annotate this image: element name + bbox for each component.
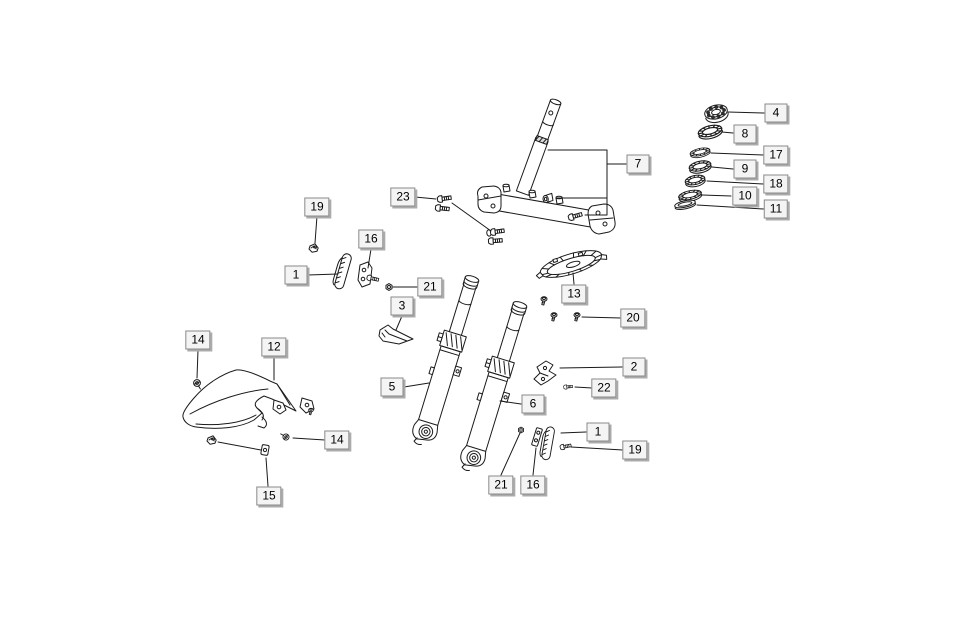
callout-fender-screw-top[interactable]: 14: [185, 330, 211, 350]
callout-clip-nut-left[interactable]: 19: [304, 197, 330, 217]
callout-bracket-left[interactable]: 16: [358, 229, 384, 249]
bracket-left: [357, 261, 380, 288]
callout-front-fender[interactable]: 12: [261, 337, 287, 357]
callout-fender-screw-side[interactable]: 14: [324, 430, 350, 450]
callout-thin-washer[interactable]: 11: [763, 199, 789, 219]
callout-nut-right[interactable]: 21: [488, 475, 514, 495]
callout-bearing-cone[interactable]: 8: [733, 124, 757, 144]
clamp-bolts: [434, 193, 506, 245]
callout-upper-bearing[interactable]: 4: [764, 103, 788, 123]
callout-clamp-bolts[interactable]: 23: [390, 187, 416, 207]
leader-lines: [196, 111, 765, 487]
bracket-right: [531, 427, 543, 447]
callout-fender-clip[interactable]: 15: [256, 486, 282, 506]
front-fender: [182, 369, 315, 429]
callout-stop-screw[interactable]: 22: [591, 378, 617, 398]
callout-bearing-race-c[interactable]: 18: [763, 174, 789, 194]
callout-bearing-race-d[interactable]: 10: [732, 186, 758, 206]
callout-bracket-right[interactable]: 16: [520, 475, 546, 495]
fender-clips: [206, 435, 270, 456]
steering-stem: [515, 98, 562, 196]
callout-bearing-race-a[interactable]: 17: [763, 145, 789, 165]
callout-bearing-race-b[interactable]: 9: [733, 159, 757, 179]
callout-nut-left[interactable]: 21: [417, 277, 443, 297]
callout-stop-bracket[interactable]: 2: [622, 357, 646, 377]
callout-reflector-left[interactable]: 1: [284, 265, 308, 285]
stop-bracket: [533, 360, 557, 386]
callout-cover-disc[interactable]: 13: [561, 284, 587, 304]
support-bracket: [378, 324, 414, 345]
cover-disc: [535, 250, 608, 279]
callout-steering-column[interactable]: 7: [626, 154, 650, 174]
callout-bolt-right[interactable]: 19: [622, 440, 648, 460]
callout-cover-screw[interactable]: 20: [620, 308, 646, 328]
thin-washer: [674, 199, 697, 210]
callout-fork-leg-left[interactable]: 5: [380, 377, 404, 397]
callout-reflector-right[interactable]: 1: [586, 422, 610, 442]
callout-support-bracket[interactable]: 3: [390, 296, 414, 316]
callout-fork-leg-right[interactable]: 6: [521, 394, 545, 414]
upper-bearing: [704, 104, 729, 124]
